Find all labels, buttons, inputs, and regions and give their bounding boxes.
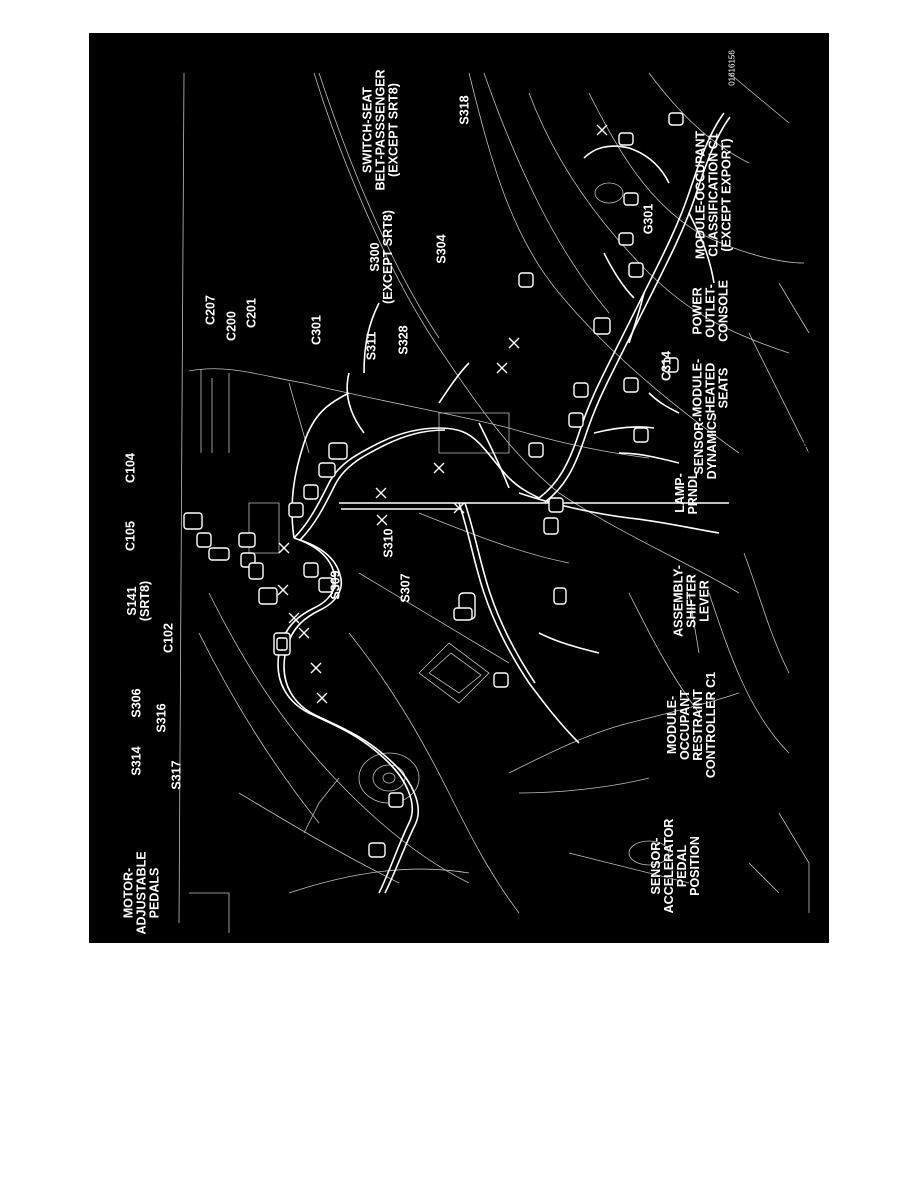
label-s316: S316: [154, 703, 169, 733]
label-s310: S310: [381, 528, 396, 558]
label-s311: S311: [364, 331, 379, 361]
label-c200: C200: [224, 311, 239, 341]
label-s141-srt8: S141 (SRT8): [125, 580, 152, 622]
wiring-diagram-figure: MOTOR- ADJUSTABLE PEDALS SENSOR- ACCELER…: [89, 33, 829, 943]
label-motor-adjustable-pedals: MOTOR- ADJUSTABLE PEDALS: [121, 851, 162, 935]
label-s307: S307: [398, 573, 413, 603]
label-c105: C105: [123, 521, 138, 551]
label-s300-except-srt8: S300 (EXCEPT SRT8): [368, 210, 395, 304]
label-s317: S317: [169, 760, 184, 790]
label-sensor-accelerator-pedal-position: SENSOR- ACCELERATOR PEDAL POSITION: [649, 818, 702, 914]
label-switch-seat-belt-passenger: SWITCH-SEAT BELT-PASSSENGER (EXCEPT SRT8…: [360, 69, 401, 191]
label-module-occupant-classification: MODULE-OCCUPANT CLASSIFICATION C1 (EXCEP…: [693, 130, 734, 260]
label-c301: C301: [309, 315, 324, 345]
label-sensor-dynamics: SENSOR- DYNAMICS: [692, 412, 719, 480]
label-c201: C201: [244, 298, 259, 328]
label-s328: S328: [396, 325, 411, 355]
diagram-caption: BODY RIGHT FRONT: [801, 398, 815, 518]
label-module-heated-seats: MODULE- HEATED SEATS: [690, 358, 731, 418]
label-c104: C104: [123, 453, 138, 483]
label-assembly-shifter-lever: ASSEMBLY- SHIFTER LEVER: [671, 565, 712, 637]
connector-bodies: [183, 112, 684, 858]
label-s304: S304: [434, 234, 449, 264]
wiring-harness: [277, 112, 731, 894]
vehicle-harness-illustration: [178, 72, 810, 933]
label-power-outlet-console: POWER OUTLET- CONSOLE: [690, 280, 731, 342]
label-g301: G301: [641, 203, 656, 235]
label-c102: C102: [161, 623, 176, 653]
label-c207: C207: [203, 295, 218, 325]
label-s318: S318: [457, 95, 472, 125]
label-module-occupant-restraint-controller: MODULE- OCCUPANT RESTRAINT CONTROLLER C1: [665, 671, 718, 779]
splice-markers: [277, 124, 608, 704]
label-s309: S309: [328, 570, 343, 600]
figure-reference-number: 01616156: [727, 50, 737, 86]
label-s306: S306: [129, 688, 144, 718]
label-s314: S314: [129, 746, 144, 776]
label-c314: C314: [659, 351, 674, 381]
vehicle-body-linework: [178, 72, 810, 933]
